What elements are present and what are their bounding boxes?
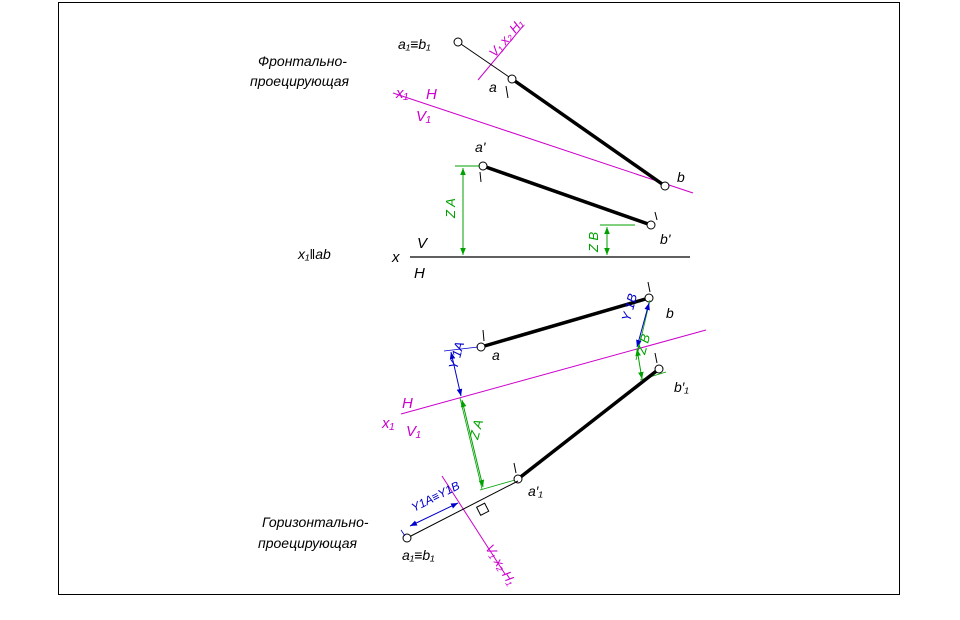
bottom-axis-v1-label: V₁: [406, 423, 421, 440]
y1a-y1b-ext: [400, 529, 406, 537]
top-new-axis-line: [392, 92, 694, 194]
aux-b-label: b′₁: [674, 379, 689, 395]
zb-front-label: Z B: [586, 231, 601, 253]
top-axis-x1-label: x₁: [395, 85, 409, 102]
front-a-label: a': [475, 139, 487, 155]
main-axis-h-label: H: [414, 265, 425, 282]
top-point-a: [507, 74, 517, 84]
top-a-label: a: [489, 79, 497, 95]
top-a-tick: [505, 85, 509, 99]
y1b-dim: [636, 302, 650, 348]
bottom-second-axis-label: V₁ x₂ H₁: [482, 542, 519, 588]
top-point-b: [660, 181, 670, 191]
drawing-frame: [58, 2, 900, 595]
horiz-a-label: a: [492, 347, 500, 363]
za-aux-ext: [479, 479, 516, 491]
top-second-axis-line: [477, 25, 524, 81]
top-a1b1-label: a₁≡b₁: [398, 36, 431, 52]
zb-aux-dim: [635, 348, 644, 380]
horiz-b-label: b: [666, 305, 674, 321]
y1a-y1b-label: Y1A≡Y1B: [409, 478, 462, 514]
front-segment-ab: [482, 164, 652, 227]
caption-frontal-2: проецирующая: [250, 73, 350, 89]
y1b-label: Y 1B: [618, 292, 640, 323]
front-a-tick: [479, 171, 482, 183]
caption-horizontal-1: Горизонтально-: [262, 514, 369, 530]
y1a-y1b-dim: [409, 502, 459, 527]
aux-point-a: [513, 474, 523, 484]
zb-aux-label: Z B: [633, 332, 653, 357]
horiz-point-a: [476, 342, 486, 352]
za-front-label: Z A: [443, 198, 458, 219]
main-axis-x-label: x: [391, 249, 400, 266]
top-a1b1-point: [453, 37, 463, 47]
caption-x1-parallel-ab: x₁‖ab: [297, 246, 331, 262]
horiz-point-b: [644, 293, 654, 303]
za-aux-label: Z A: [466, 418, 486, 442]
aux-a-label: a′₁: [528, 483, 543, 499]
front-point-a: [478, 161, 488, 171]
horiz-b-tick: [647, 281, 651, 293]
caption-frontal-1: Фронтально-: [258, 53, 347, 69]
bottom-axis-h-label: H: [402, 395, 413, 412]
top-thin-link: [457, 41, 513, 80]
caption-horizontal-2: проецирующая: [258, 535, 358, 551]
aux-segment-ab: [516, 367, 661, 481]
aux-a-tick: [513, 462, 517, 474]
top-axis-v1-label: V₁: [416, 108, 431, 125]
y1a-ext: [443, 346, 479, 352]
za-aux-dim: [460, 399, 485, 488]
top-b-label: b: [677, 169, 685, 185]
aux-point-b: [654, 364, 664, 374]
bottom-axis-x1-label: x₁: [381, 415, 395, 432]
horiz-a-tick: [482, 329, 485, 342]
front-b-label: b': [660, 231, 672, 247]
top-second-axis-label: V₁ x₂ H₁: [486, 16, 526, 60]
front-point-b: [646, 220, 656, 230]
bottom-second-axis-line: [441, 475, 506, 575]
top-segment-ab: [510, 77, 667, 188]
aux-b-tick: [654, 352, 658, 364]
y1a-dim: [449, 351, 463, 397]
right-angle-mark: [475, 502, 490, 516]
main-axis-v-label: V: [417, 235, 429, 252]
top-axis-h-label: H: [426, 86, 437, 103]
bottom-thin-link: [406, 480, 519, 539]
bottom-a1b1-label: a₁≡b₁: [402, 547, 435, 563]
proj-line-a: [459, 397, 483, 490]
horiz-segment-ab: [480, 296, 650, 349]
front-b-tick: [654, 211, 658, 221]
bottom-new-axis-line: [400, 329, 707, 415]
y1a-label: Y 1A: [445, 340, 467, 371]
